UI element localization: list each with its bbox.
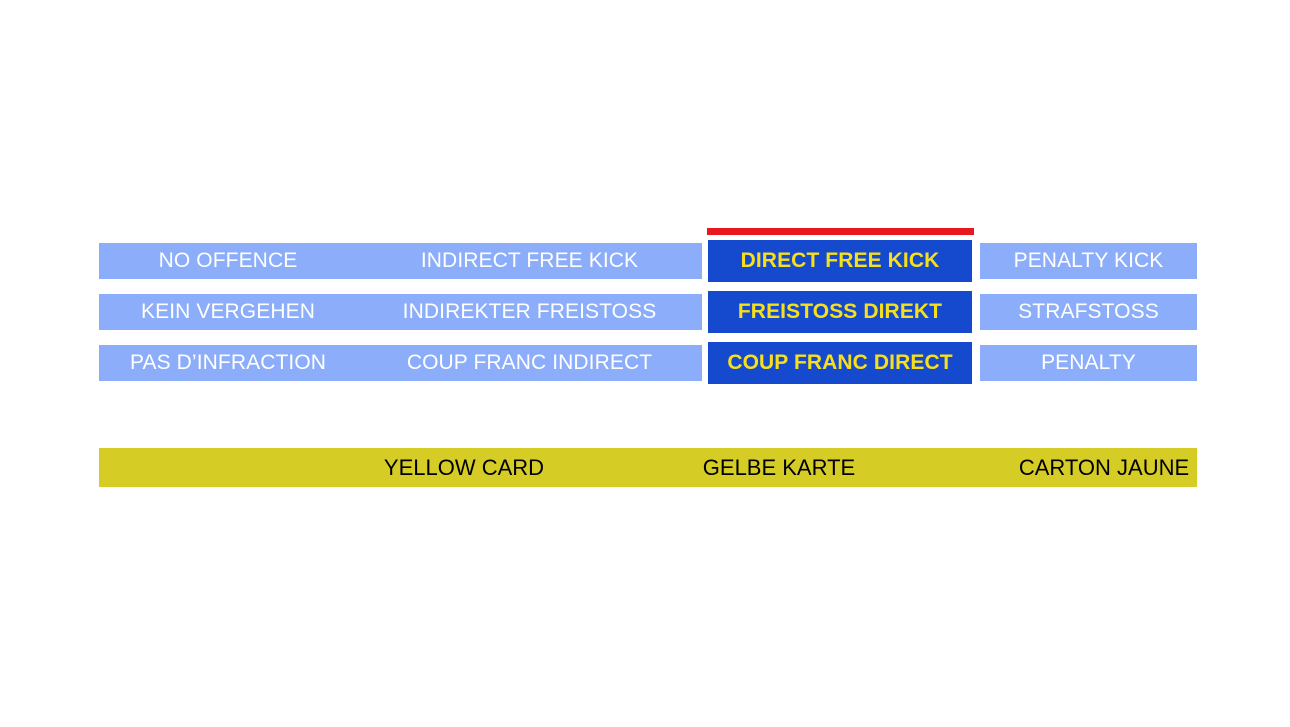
yellow-card-banner: YELLOW CARD GELBE KARTE CARTON JAUNE xyxy=(99,448,1197,487)
cell-direct-free-kick-en[interactable]: DIRECT FREE KICK xyxy=(708,240,972,282)
cell-penalty-kick-de[interactable]: STRAFSTOSS xyxy=(980,294,1197,330)
highlight-accent-bar xyxy=(707,228,974,235)
cell-penalty-kick-en[interactable]: PENALTY KICK xyxy=(980,243,1197,279)
cell-direct-free-kick-de[interactable]: FREISTOSS DIREKT xyxy=(708,291,972,333)
cell-indirect-free-kick-de[interactable]: INDIREKTER FREISTOSS xyxy=(357,294,702,330)
matrix-row: PAS D’INFRACTION COUP FRANC INDIRECT COU… xyxy=(99,342,1197,384)
cell-direct-free-kick-fr[interactable]: COUP FRANC DIRECT xyxy=(708,342,972,384)
sanctions-matrix: NO OFFENCE INDIRECT FREE KICK DIRECT FRE… xyxy=(99,228,1197,384)
matrix-row: KEIN VERGEHEN INDIREKTER FREISTOSS FREIS… xyxy=(99,291,1197,333)
yellow-card-label-fr: CARTON JAUNE xyxy=(1018,454,1190,480)
cell-penalty-fr[interactable]: PENALTY xyxy=(980,345,1197,381)
matrix-row: NO OFFENCE INDIRECT FREE KICK DIRECT FRE… xyxy=(99,228,1197,282)
cell-indirect-free-kick-en[interactable]: INDIRECT FREE KICK xyxy=(357,243,702,279)
cell-no-offence-en[interactable]: NO OFFENCE xyxy=(99,243,357,279)
yellow-card-label-de: GELBE KARTE xyxy=(702,454,856,480)
cell-no-offence-de[interactable]: KEIN VERGEHEN xyxy=(99,294,357,330)
cell-indirect-free-kick-fr[interactable]: COUP FRANC INDIRECT xyxy=(357,345,702,381)
yellow-card-label-en: YELLOW CARD xyxy=(383,454,545,480)
cell-no-offence-fr[interactable]: PAS D’INFRACTION xyxy=(99,345,357,381)
